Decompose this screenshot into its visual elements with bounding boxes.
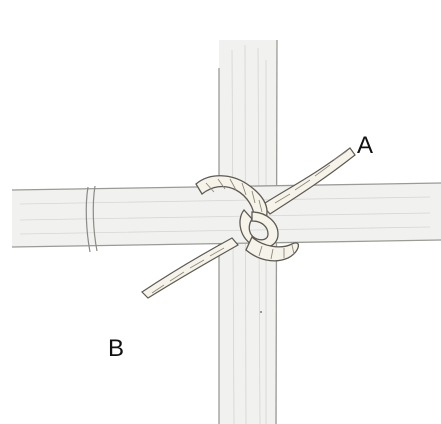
rope-end-a-label: A [357, 134, 373, 158]
pencil-mark [260, 311, 262, 313]
rope-end-b-label: B [108, 337, 124, 361]
